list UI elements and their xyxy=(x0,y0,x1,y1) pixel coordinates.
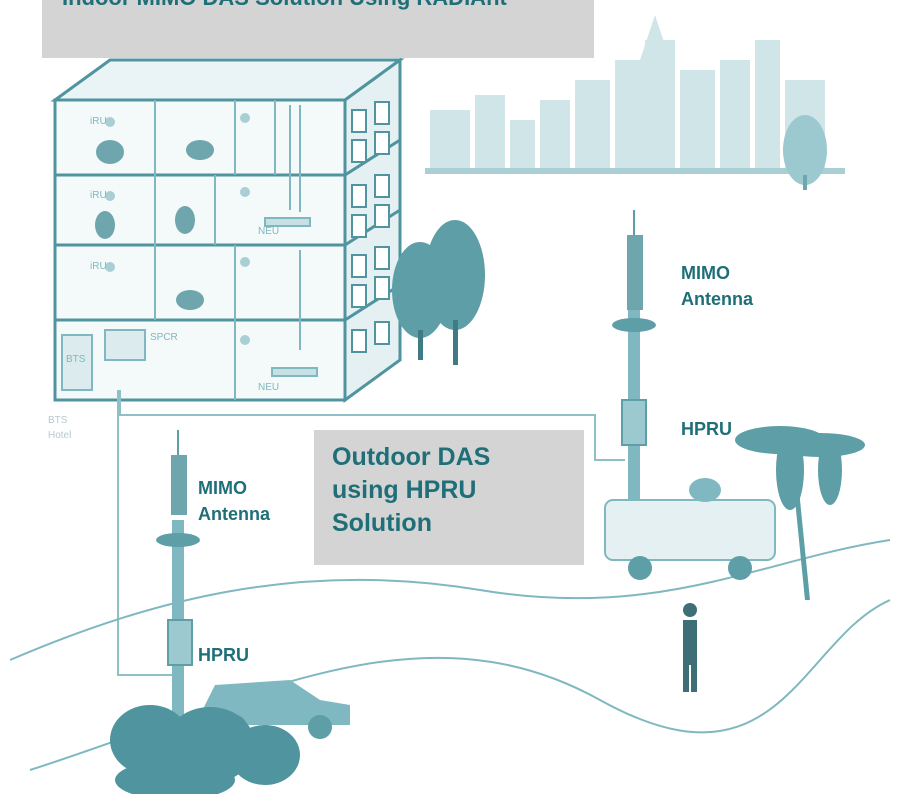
outdoor-callout-line-2: using HPRU xyxy=(332,476,477,504)
van xyxy=(604,478,776,580)
building-windows xyxy=(351,101,390,353)
bushes xyxy=(110,705,300,794)
mimo-antenna-label-left: MIMO Antenna xyxy=(198,475,270,527)
city-trees xyxy=(783,115,827,190)
bts-label: BTS xyxy=(66,354,86,365)
building-rooms xyxy=(61,100,318,400)
fiber-lines xyxy=(117,390,625,676)
outdoor-das-callout: Outdoor DAS using HPRU Solution xyxy=(314,430,584,565)
iru-label-2: iRU xyxy=(90,190,107,201)
neu-label-1: NEU xyxy=(258,226,280,237)
mimo-antenna-label-left-line-2: Antenna xyxy=(198,504,270,524)
indoor-antennas xyxy=(105,113,250,345)
neu-label-2: NEU xyxy=(258,382,280,393)
left-tower xyxy=(156,430,200,760)
iru-label-1: iRU xyxy=(90,116,107,127)
mimo-antenna-label-right-line-2: Antenna xyxy=(681,289,753,309)
palm-tree xyxy=(735,426,865,600)
title-callout: Indoor MIMO DAS Solution Using RADIAnt xyxy=(42,0,594,58)
building-people xyxy=(95,140,214,310)
outdoor-callout-line-1: Outdoor DAS xyxy=(332,443,491,471)
hpru-label-left: HPRU xyxy=(198,645,250,665)
mimo-antenna-label-right-line-1: MIMO xyxy=(681,263,730,283)
mimo-antenna-label-left-line-1: MIMO xyxy=(198,478,247,498)
iru-label-3: iRU xyxy=(90,261,107,272)
spcr-label: SPCR xyxy=(150,332,178,343)
building-trees xyxy=(392,220,485,365)
bts-hotel-label-line-2: Hotel xyxy=(48,430,72,441)
bts-hotel-label-line-1: BTS xyxy=(48,415,68,426)
hpru-label-right: HPRU xyxy=(681,419,733,439)
outdoor-callout-line-3: Solution xyxy=(332,509,432,537)
diagram-title: Indoor MIMO DAS Solution Using RADIAnt xyxy=(62,0,507,9)
mimo-antenna-label-right: MIMO Antenna xyxy=(681,260,753,312)
city-skyline xyxy=(425,15,845,174)
right-tower xyxy=(612,210,656,540)
person xyxy=(683,603,697,692)
